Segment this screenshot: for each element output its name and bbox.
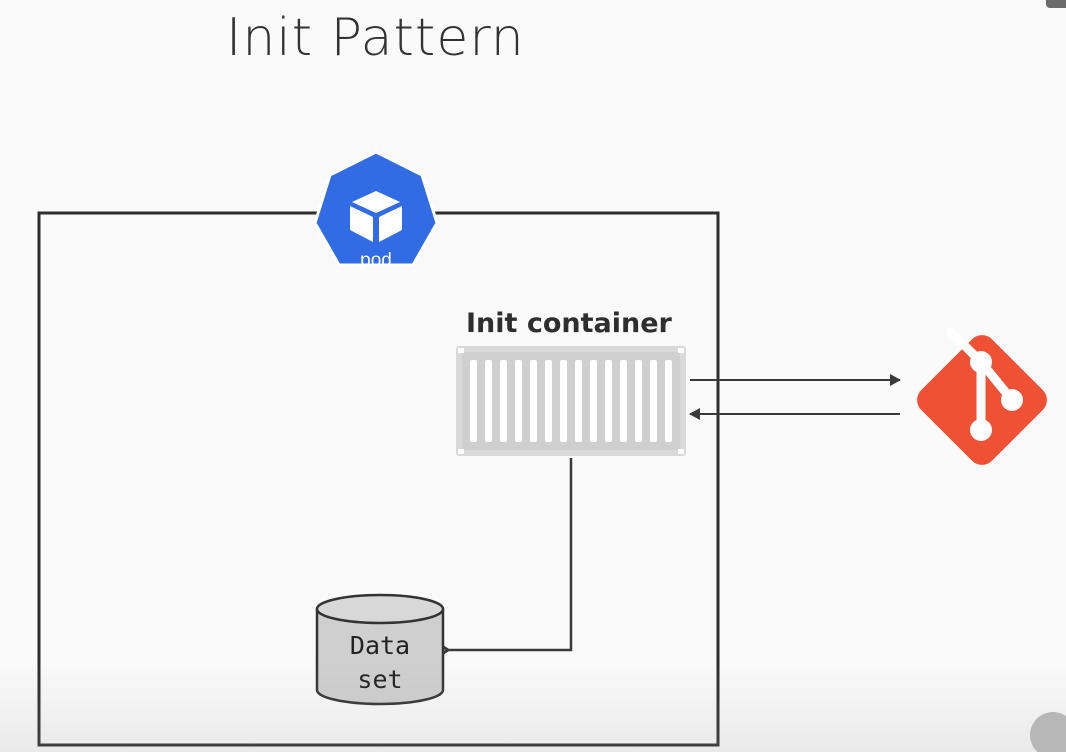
dataset-label-line2: set [357,665,402,694]
pod-icon: pod [313,150,439,271]
pod-label: pod [360,250,392,271]
play-icon[interactable] [1030,712,1066,752]
init-container-label: Init container [466,308,672,339]
git-icon [917,327,1047,465]
database-cylinder-icon: Data set [315,593,445,706]
cube-icon [350,191,402,242]
dataset-label-line1: Data [350,631,410,660]
corner-tab [1046,0,1066,8]
arrow-to-dataset [435,458,573,659]
shipping-container-icon [456,346,686,456]
page-title: Init Pattern [226,8,525,68]
